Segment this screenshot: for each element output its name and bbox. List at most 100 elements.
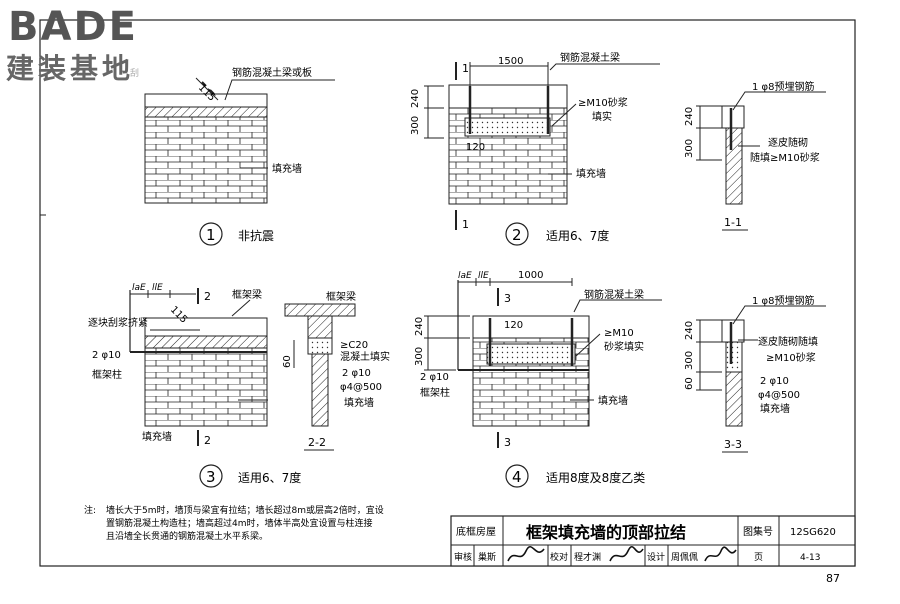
detail-1-number: 1 bbox=[206, 226, 216, 244]
logo-latin: BADE bbox=[8, 4, 138, 50]
signature-reviewer bbox=[507, 545, 545, 562]
detail-1-caption: 非抗震 bbox=[238, 228, 274, 243]
label-bars-33: 2 φ10 bbox=[760, 376, 789, 387]
label-column-4: 框架柱 bbox=[420, 386, 450, 399]
mortar-pockets-4 bbox=[486, 343, 576, 365]
detail-2: 1500 1 1 240 300 120 钢筋混凝土梁 ≥M10砂浆 填实 填充… bbox=[410, 51, 660, 246]
tb-category: 底框房屋 bbox=[456, 525, 496, 538]
section-mark-2b: 2 bbox=[204, 434, 211, 447]
scrape-band-3 bbox=[144, 335, 268, 349]
tb-page-no: 4-13 bbox=[800, 553, 820, 563]
dim-lle-3: llE bbox=[152, 283, 163, 293]
notes: 注: 墙长大于5m时，墙顶与梁宜有拉结；墙长超过8m或层高2倍时，宜设 置钢筋混… bbox=[84, 504, 384, 542]
label-wall-2: 填充墙 bbox=[576, 167, 606, 180]
label-frame-beam-3: 框架梁 bbox=[232, 288, 262, 301]
label-c20-22a: ≥C20 bbox=[340, 340, 368, 351]
label-beam-2: 钢筋混凝土梁 bbox=[560, 51, 620, 64]
label-wall-1: 填充墙 bbox=[272, 162, 302, 175]
detail-4: laE llE 1000 3 3 240 300 120 钢筋混凝土梁 ≥M10… bbox=[414, 270, 662, 488]
signature-checker bbox=[609, 545, 644, 562]
brand-logo: BADE 建装基地 bbox=[6, 4, 138, 85]
tb-review-label: 审核 bbox=[454, 551, 472, 563]
label-stirrups-22: φ4@500 bbox=[340, 382, 382, 393]
label-bars-3: 2 φ10 bbox=[92, 350, 121, 361]
infill-wall-3 bbox=[144, 347, 268, 427]
label-11a: 逐皮随砌 bbox=[768, 136, 808, 149]
dim-60-33: 60 bbox=[684, 377, 695, 390]
mortar-pockets bbox=[464, 117, 551, 137]
detail-4-caption: 适用8度及8度乙类 bbox=[546, 470, 645, 485]
wall-33 bbox=[725, 371, 743, 427]
detail-4-number: 4 bbox=[512, 468, 522, 486]
detail-3: laE llE 115 2 2 框架梁 逐块刮浆挤紧 2 φ10 框架柱 填充墙… bbox=[88, 283, 301, 488]
label-faint: 刮 bbox=[130, 67, 139, 79]
sheet-border bbox=[39, 19, 856, 567]
label-11b: 随填≥M10砂浆 bbox=[750, 151, 820, 164]
dim-300-11: 300 bbox=[684, 139, 695, 158]
mortar-33 bbox=[725, 341, 743, 373]
detail-2-caption: 适用6、7度 bbox=[546, 228, 609, 243]
tb-page-label: 页 bbox=[754, 552, 763, 563]
label-wall-33: 填充墙 bbox=[760, 402, 790, 415]
label-beam-4: 钢筋混凝土梁 bbox=[584, 288, 644, 301]
note-line: 置钢筋混凝土构造柱；墙高超过4m时，墙体半高处宜设置与柱连接 bbox=[106, 517, 373, 529]
section-1-1: 240 300 1 φ8预埋钢筋 逐皮随砌 随填≥M10砂浆 1-1 bbox=[684, 80, 826, 231]
tb-design-name: 周佩佩 bbox=[671, 551, 698, 563]
beam-2 bbox=[448, 84, 568, 109]
section-11-title: 1-1 bbox=[724, 216, 742, 229]
beam-web-22 bbox=[307, 315, 333, 339]
dim-lae-4: laE bbox=[458, 271, 472, 281]
label-33b: ≥M10砂浆 bbox=[766, 351, 816, 364]
wall-22 bbox=[311, 353, 329, 427]
label-wall-3: 填充墙 bbox=[142, 430, 172, 443]
dim-300-2: 300 bbox=[410, 116, 421, 135]
dim-120-4: 120 bbox=[504, 320, 523, 331]
label-scrape-3: 逐块刮浆挤紧 bbox=[88, 316, 148, 329]
dim-1500: 1500 bbox=[498, 56, 523, 67]
signature-designer bbox=[704, 546, 737, 562]
label-bar-33: 1 φ8预埋钢筋 bbox=[752, 294, 815, 307]
tb-review-name: 巢斯 bbox=[478, 551, 496, 563]
detail-3-number: 3 bbox=[206, 468, 216, 486]
label-bars-4: 2 φ10 bbox=[420, 372, 449, 383]
detail-1: 115 刮 钢筋混凝土梁或板 填充墙 1 非抗震 bbox=[130, 66, 335, 246]
wall-11 bbox=[725, 127, 743, 205]
dim-120-2: 120 bbox=[466, 142, 485, 153]
frame-beam-22 bbox=[284, 303, 356, 317]
dim-300-4: 300 bbox=[414, 347, 425, 366]
tb-atlas-label: 图集号 bbox=[743, 525, 773, 538]
note-line: 且沿墙全长贯通的钢筋混凝土水平系梁。 bbox=[106, 530, 268, 542]
label-frame-beam-22: 框架梁 bbox=[326, 290, 356, 303]
label-wall-22: 填充墙 bbox=[344, 396, 374, 409]
dim-240-4: 240 bbox=[414, 317, 425, 336]
note-line: 墙长大于5m时，墙顶与梁宜有拉结；墙长超过8m或层高2倍时，宜设 bbox=[106, 504, 384, 516]
tb-check-name: 程才渊 bbox=[574, 551, 601, 563]
dim-240-2: 240 bbox=[410, 89, 421, 108]
section-22-title: 2-2 bbox=[308, 436, 326, 449]
scrape-band bbox=[144, 106, 268, 118]
label-mortar-2b: 填实 bbox=[592, 110, 612, 123]
label-mortar-4b: 砂浆填实 bbox=[604, 340, 644, 353]
dim-lae-3: laE bbox=[132, 283, 146, 293]
dim-240-33: 240 bbox=[684, 321, 695, 340]
label-bars-22: 2 φ10 bbox=[342, 368, 371, 379]
section-mark-3b: 3 bbox=[504, 436, 511, 449]
dim-lle-4: llE bbox=[478, 271, 489, 281]
title-block: 底框房屋 框架填充墙的顶部拉结 图集号 12SG620 审核 巢斯 校对 程才渊… bbox=[450, 515, 856, 567]
label-mortar-2a: ≥M10砂浆 bbox=[578, 96, 628, 109]
label-stirrups-33: φ4@500 bbox=[758, 390, 800, 401]
section-33-title: 3-3 bbox=[724, 438, 742, 451]
label-33a: 逐皮随砌随填 bbox=[758, 335, 818, 348]
page-number: 87 bbox=[826, 572, 840, 585]
section-mark-3a: 3 bbox=[504, 292, 511, 305]
section-mark-2a: 2 bbox=[204, 290, 211, 303]
dim-60-22: 60 bbox=[282, 355, 293, 368]
dim-1000: 1000 bbox=[518, 270, 543, 281]
label-c20-22b: 混凝土填实 bbox=[340, 350, 390, 363]
frame-beam-3 bbox=[144, 317, 268, 337]
section-mark-1b: 1 bbox=[462, 218, 469, 231]
tb-check-label: 校对 bbox=[550, 551, 568, 563]
detail-3-caption: 适用6、7度 bbox=[238, 470, 301, 485]
